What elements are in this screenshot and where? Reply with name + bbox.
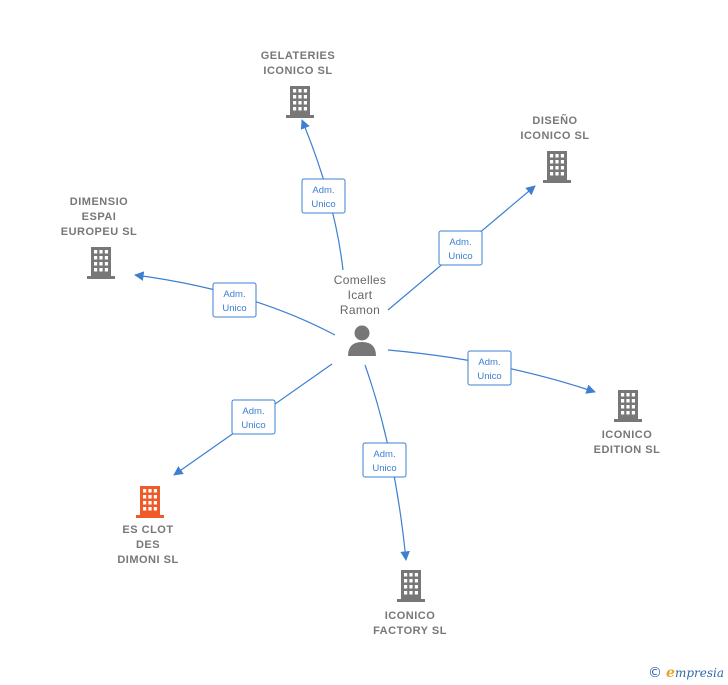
brand-logo: empresia [666, 665, 724, 681]
company-name-line: EUROPEU SL [61, 226, 138, 238]
person-icon [348, 325, 376, 356]
building-icon [543, 151, 571, 183]
edge-factory: Adm. Unico [362, 364, 410, 561]
person-name-line: Icart [348, 288, 373, 302]
edge-label-line1: Adm. [223, 289, 245, 300]
company-name-line: DIMENSIO [70, 196, 128, 208]
company-name-line: DIMONI SL [117, 554, 178, 566]
company-name-line: EDITION SL [594, 444, 661, 456]
edge-label-line1: Adm. [373, 449, 395, 460]
edge-label-line1: Adm. [242, 406, 264, 417]
company-node-factory[interactable]: ICONICO FACTORY SL [373, 570, 447, 637]
brand-rest: mpresia [674, 666, 724, 680]
person-name-line: Comelles [334, 273, 386, 287]
edge-dimensio: Adm. Unico [134, 271, 336, 336]
edge-label-line2: Unico [372, 463, 396, 474]
edge-label-line2: Unico [222, 303, 246, 314]
copyright-icon: © [648, 665, 663, 681]
edge-label-line1: Adm. [312, 185, 334, 196]
building-icon [614, 390, 642, 422]
company-name-line: ICONICO [385, 610, 436, 622]
building-icon [397, 570, 425, 602]
edge-esclot: Adm. Unico [173, 363, 333, 476]
company-name-line: ICONICO SL [263, 65, 332, 77]
company-node-esclot[interactable]: ES CLOT DES DIMONI SL [117, 486, 178, 566]
company-node-edition[interactable]: ICONICO EDITION SL [594, 390, 661, 456]
company-name-line: GELATERIES [261, 50, 335, 62]
company-name-line: ES CLOT [122, 524, 173, 536]
edge-label-line1: Adm. [478, 357, 500, 368]
brand-initial: e [666, 665, 675, 681]
company-name-line: FACTORY SL [373, 625, 447, 637]
building-icon [87, 247, 115, 279]
footer-brand: © empresia [648, 665, 724, 681]
company-name-line: DISEÑO [532, 114, 577, 127]
building-icon [286, 86, 314, 118]
person-name-line: Ramon [340, 303, 380, 317]
company-node-diseno[interactable]: DISEÑO ICONICO SL [520, 114, 589, 183]
edge-gelateries: Adm. Unico [300, 119, 346, 271]
edge-diseno: Adm. Unico [387, 185, 536, 311]
company-name-line: ESPAI [82, 211, 117, 223]
edge-label-line2: Unico [241, 420, 265, 431]
company-name-line: ICONICO SL [520, 130, 589, 142]
edge-label-line2: Unico [311, 199, 335, 210]
company-node-gelateries[interactable]: GELATERIES ICONICO SL [261, 50, 335, 118]
company-name-line: ICONICO [602, 429, 653, 441]
edge-label-line1: Adm. [449, 237, 471, 248]
edge-edition: Adm. Unico [387, 349, 596, 394]
company-name-line: DES [136, 539, 160, 551]
edge-label-line2: Unico [448, 251, 472, 262]
edge-label-line2: Unico [477, 371, 501, 382]
company-node-dimensio[interactable]: DIMENSIO ESPAI EUROPEU SL [61, 196, 138, 279]
building-icon [136, 486, 164, 518]
person-node[interactable]: Comelles Icart Ramon [334, 273, 386, 356]
